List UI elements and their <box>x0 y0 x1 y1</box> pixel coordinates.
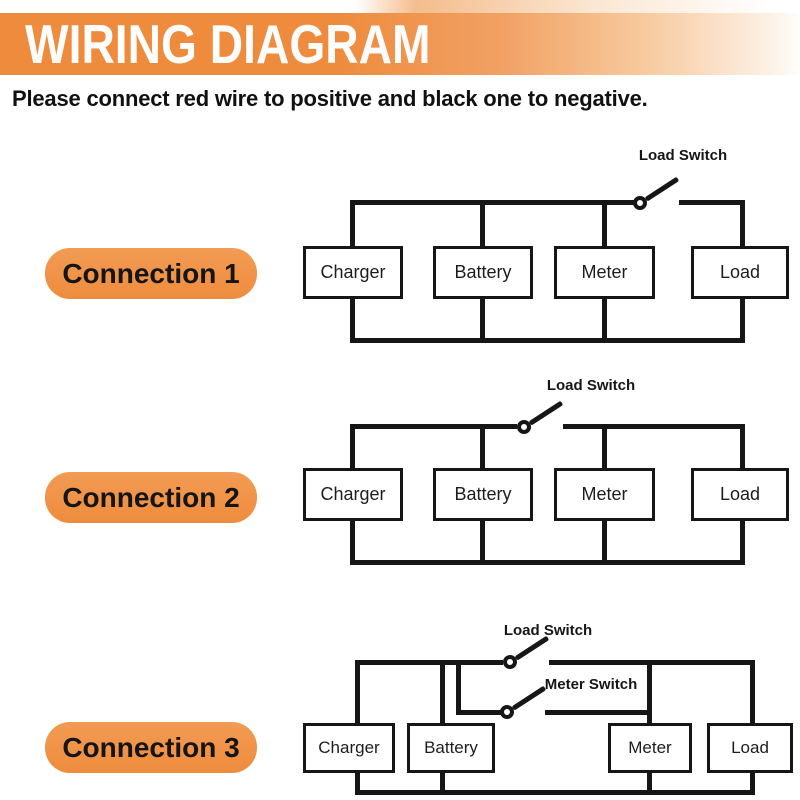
c3-meter-box: Meter <box>608 723 692 773</box>
c3-charger-bottom-stub-wire <box>355 771 360 795</box>
c3-load-box: Load <box>707 723 793 773</box>
connection-1-badge: Connection 1 <box>45 248 257 299</box>
c1-battery-top-stub-wire <box>480 200 485 248</box>
c3-bottom-bus-wire <box>355 790 755 795</box>
c2-load-switch-label: Load Switch <box>546 377 636 394</box>
c2-meter-bottom-stub-wire <box>602 520 607 565</box>
connection-2-badge-label: Connection 2 <box>62 481 240 513</box>
c1-meter-box: Meter <box>554 246 655 299</box>
c2-battery-top-stub-wire <box>480 424 485 470</box>
c3-load-switch-pivot-icon <box>503 655 517 669</box>
c1-battery-box: Battery <box>433 246 533 299</box>
c2-load-bottom-stub-wire <box>740 520 745 565</box>
c3-battery-bottom-stub-wire <box>440 771 445 795</box>
header-band-halo <box>355 0 790 14</box>
c3-meter-branch-drop-wire <box>456 660 461 715</box>
c3-battery-box: Battery <box>407 723 495 773</box>
c3-meter-switch-lever-icon <box>511 685 547 711</box>
c1-load-switch-pivot-icon <box>633 196 647 210</box>
c2-bottom-bus-wire <box>350 560 745 565</box>
c2-load-switch-lever-icon <box>528 400 564 426</box>
c1-load-switch-label: Load Switch <box>638 147 728 164</box>
c2-top-bus-right-wire <box>563 424 745 429</box>
c1-top-bus-left-wire <box>350 200 634 205</box>
c3-meter-switch-label: Meter Switch <box>544 676 638 693</box>
page-title: WIRING DIAGRAM <box>25 13 431 75</box>
connection-2-badge: Connection 2 <box>45 472 257 523</box>
c3-load-top-stub-wire <box>750 660 755 725</box>
c3-load-bottom-stub-wire <box>750 771 755 795</box>
c1-battery-bottom-stub-wire <box>480 297 485 343</box>
connection-1-badge-label: Connection 1 <box>62 257 240 289</box>
subtitle-instruction: Please connect red wire to positive and … <box>12 86 648 111</box>
c3-charger-top-stub-wire <box>355 660 360 725</box>
c3-meter-branch-right-wire <box>545 710 652 715</box>
c3-top-bus-right-wire <box>549 660 755 665</box>
c1-meter-top-stub-wire <box>602 200 607 248</box>
c2-top-bus-left-wire <box>350 424 517 429</box>
c3-charger-box: Charger <box>303 723 395 773</box>
c2-charger-box: Charger <box>303 468 403 521</box>
c2-load-box: Load <box>691 468 789 521</box>
c1-bottom-bus-wire <box>350 338 745 343</box>
c1-load-top-stub-wire <box>740 200 745 248</box>
c1-charger-top-stub-wire <box>350 200 355 248</box>
c2-load-switch-pivot-icon <box>517 420 531 434</box>
c3-meter-switch-pivot-icon <box>500 705 514 719</box>
c3-meter-top-stub-wire <box>647 660 652 725</box>
c2-battery-bottom-stub-wire <box>480 520 485 565</box>
c2-meter-box: Meter <box>554 468 655 521</box>
c1-load-bottom-stub-wire <box>740 297 745 343</box>
c3-meter-branch-left-wire <box>456 710 502 715</box>
c3-battery-top-stub-wire <box>440 660 445 725</box>
c3-load-switch-label: Load Switch <box>503 622 593 639</box>
c1-load-box: Load <box>691 246 789 299</box>
c2-meter-top-stub-wire <box>602 424 607 470</box>
c1-charger-bottom-stub-wire <box>350 297 355 343</box>
c3-load-switch-lever-icon <box>514 635 550 661</box>
c3-top-bus-left-wire <box>355 660 503 665</box>
c2-charger-top-stub-wire <box>350 424 355 470</box>
c1-top-bus-right-wire <box>679 200 745 205</box>
c3-meter-bottom-stub-wire <box>647 771 652 795</box>
header-band <box>0 13 800 75</box>
c1-meter-bottom-stub-wire <box>602 297 607 343</box>
connection-3-badge-label: Connection 3 <box>62 731 240 763</box>
c2-load-top-stub-wire <box>740 424 745 470</box>
c1-load-switch-lever-icon <box>644 176 680 202</box>
c2-battery-box: Battery <box>433 468 533 521</box>
c2-charger-bottom-stub-wire <box>350 520 355 565</box>
connection-3-badge: Connection 3 <box>45 722 257 773</box>
c1-charger-box: Charger <box>303 246 403 299</box>
